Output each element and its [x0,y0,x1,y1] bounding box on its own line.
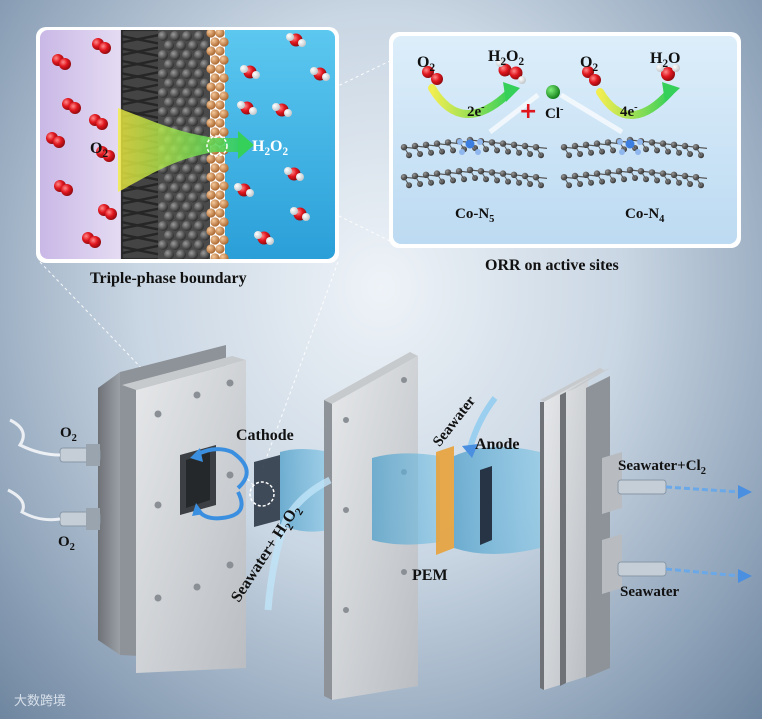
two-electron-label: 2e- [467,102,485,120]
anode-end-plate [586,376,610,678]
anode-electrode [480,466,492,545]
chloride-label: Cl- [545,104,564,122]
four-electron-label: 4e- [620,102,638,120]
co-n4-label: Co-N4 [625,206,665,225]
anode-flow-channel [372,453,440,545]
rp-h2o2-label: H2O2 [488,48,525,69]
cathode-electrode [254,455,280,527]
co-n4-graphene [560,136,708,189]
water-molecules [234,33,330,245]
cathode-end-plate [136,360,246,673]
lp-h2o2-label: H2O2 [252,138,289,159]
lp-o2-label: O2 [90,140,109,161]
o2-molecules [46,38,117,248]
active-sites-panel: + [389,32,741,248]
outlet-seawater-cl2-label: Seawater+Cl2 [618,458,706,477]
boundary-highlight-circle [206,135,228,157]
o2-diffusion-beam [118,108,238,192]
co-n5-graphene [400,136,548,189]
triple-phase-caption: Triple-phase boundary [90,270,247,287]
cathode-label: Cathode [236,427,294,444]
rp-o2-left: O2 [417,54,436,75]
o2-inlet-top-label: O2 [60,425,77,444]
seawater-inlet-stream [467,396,498,449]
beam-arrowhead [238,131,254,159]
anode-label: Anode [475,436,520,453]
pem-membrane [436,446,454,555]
4e-reaction-arrow [596,88,674,119]
electrolyzer-device [7,345,752,700]
triple-phase-panel [36,27,339,263]
o2-inlet-tubes [7,418,101,530]
plate-bolts [154,379,234,602]
gas-phase-region [40,30,125,259]
co-n5-label: Co-N5 [455,206,495,225]
o2-inlet-bottom-label: O2 [58,534,75,553]
seawater-h2o2-outlet-stream [264,476,332,611]
orr-caption: ORR on active sites [485,257,619,274]
outlet-tubes [602,452,752,594]
rp-o2-right: O2 [580,54,599,75]
2e-reaction-arrow [428,84,514,118]
watermark-text: 大数跨境 [14,694,67,709]
rp-h2o-label: H2O [650,50,681,71]
plus-sign: + [519,99,537,124]
outlet-seawater-label: Seawater [620,584,680,600]
chloride-ion [546,85,560,99]
pem-label: PEM [412,567,448,584]
